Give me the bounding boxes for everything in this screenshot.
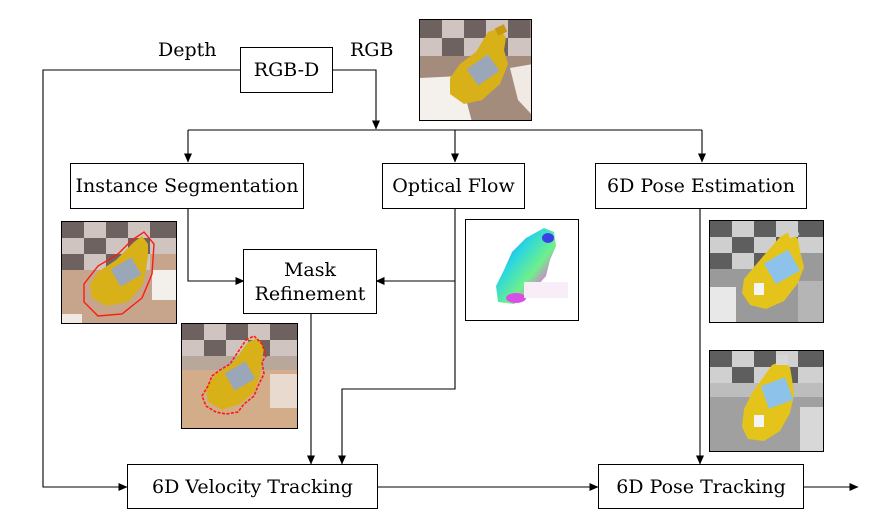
mask-refinement-node: Mask Refinement: [243, 249, 377, 314]
velocity-tracking-node: 6D Velocity Tracking: [127, 464, 378, 509]
pose-tracking-node: 6D Pose Tracking: [598, 464, 804, 509]
refined-mask-thumbnail: [181, 323, 298, 429]
instance-segmentation-node: Instance Segmentation: [70, 163, 304, 209]
pose-estimate-thumbnail: [709, 220, 824, 323]
rgb-edge: [333, 69, 380, 130]
depth-label: Depth: [158, 39, 217, 61]
edge-flow-to-velocity: [338, 281, 456, 465]
segmentation-mask-thumbnail: [61, 221, 177, 324]
optical-flow-thumbnail: [465, 219, 579, 321]
mask-refinement-line2: Refinement: [254, 282, 366, 305]
rgb-label: RGB: [350, 39, 394, 61]
mask-refinement-line1: Mask: [283, 258, 337, 281]
edge-seg-to-mask: [187, 208, 245, 285]
pose-estimation-node: 6D Pose Estimation: [595, 163, 807, 209]
pose-tracking-thumbnail: [709, 350, 824, 452]
rgb-input-thumbnail: [419, 19, 532, 121]
edge-flow-to-mask: [375, 208, 456, 285]
depth-edge: [42, 69, 240, 491]
rgbd-node: RGB-D: [240, 47, 333, 93]
optical-flow-node: Optical Flow: [382, 163, 525, 209]
